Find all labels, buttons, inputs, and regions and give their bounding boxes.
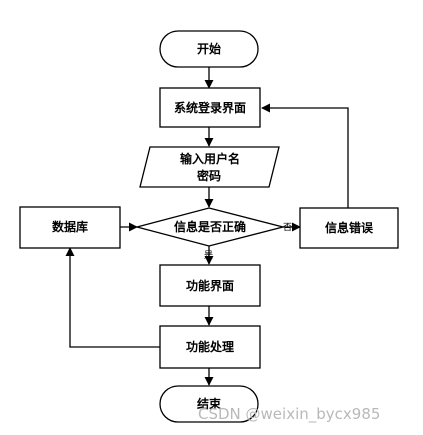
- node-function-ui: 功能界面: [159, 264, 261, 307]
- node-input: 输入用户名 密码: [139, 146, 280, 188]
- edges: [65, 67, 349, 386]
- node-start: 开始: [159, 30, 259, 68]
- start-terminal-shape: [159, 30, 259, 68]
- error-label: 信息错误: [325, 220, 374, 235]
- edge-error-to-login: [261, 103, 349, 208]
- node-check: 信息是否正确: [134, 207, 284, 247]
- login-process-shape: [159, 87, 261, 128]
- error-process-shape: [299, 207, 399, 249]
- watermark-text: CSDN @weixin_bycx985: [198, 405, 380, 424]
- function-ui-label: 功能界面: [186, 278, 234, 293]
- end-terminal-shape: [159, 385, 259, 423]
- edge-label-no: 否: [283, 222, 292, 233]
- node-database: 数据库: [19, 206, 121, 249]
- node-login: 系统登录界面: [159, 87, 261, 128]
- function-ui-process-shape: [159, 264, 261, 307]
- start-label: 开始: [197, 41, 221, 56]
- node-process: 功能处理: [159, 325, 261, 369]
- check-label: 信息是否正确: [174, 219, 246, 234]
- database-label: 数据库: [52, 219, 88, 234]
- end-label: 结束: [197, 396, 222, 411]
- input-label-line1: 输入用户名: [180, 151, 240, 166]
- edge-process-to-database: [65, 247, 160, 348]
- login-label: 系统登录界面: [174, 100, 246, 115]
- edge-label-yes: 是: [204, 250, 213, 261]
- check-decision-shape: [134, 207, 284, 247]
- node-end: 结束: [159, 385, 259, 423]
- node-error: 信息错误: [299, 207, 399, 249]
- process-process-shape: [159, 325, 261, 369]
- input-io-shape: [139, 146, 280, 188]
- input-label-line2: 密码: [197, 168, 221, 183]
- database-process-shape: [19, 206, 121, 249]
- process-label: 功能处理: [186, 339, 234, 354]
